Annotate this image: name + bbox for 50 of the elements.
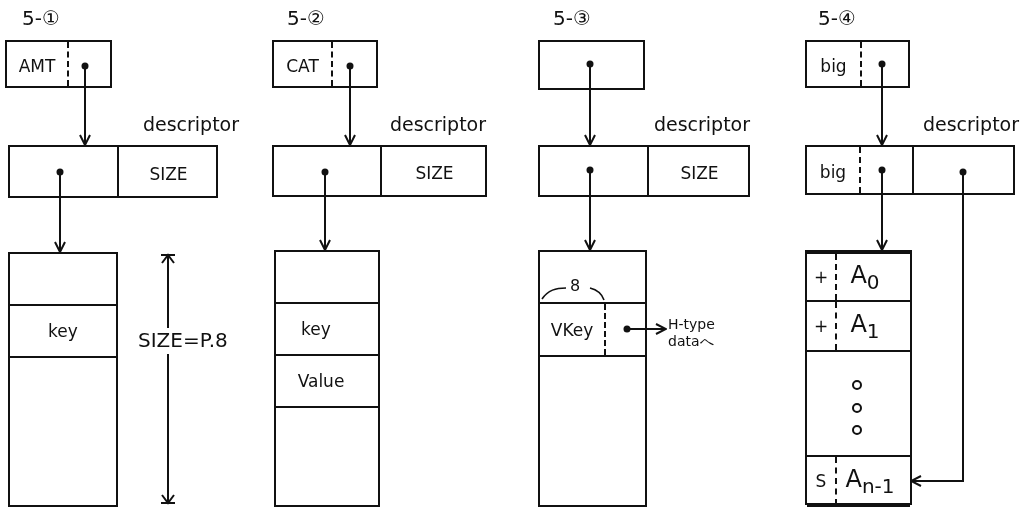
annotation-text: H-type dataへ: [668, 316, 730, 352]
field-text: key: [301, 319, 331, 339]
field-text: +: [813, 267, 829, 287]
panel-number: 5-②: [287, 6, 325, 30]
heading-text: descriptor: [389, 113, 487, 135]
panel-number: 5-④: [818, 6, 856, 30]
pointer-arrow: [910, 168, 967, 487]
pointer-arrow: [79, 62, 91, 146]
field-text: SIZE: [415, 163, 454, 183]
panel-number: 5-③: [553, 6, 591, 30]
field-text: +: [813, 316, 829, 336]
memory-row: [10, 304, 116, 358]
record-box: [538, 40, 645, 90]
field-text: VKey: [550, 319, 594, 340]
heading-text: descriptor: [142, 113, 240, 135]
memory-row: [540, 302, 645, 357]
memory-block: [8, 252, 118, 507]
field-text: Value: [297, 371, 345, 391]
field-text: big: [819, 162, 847, 182]
pointer-arrow: [54, 168, 66, 253]
memory-row: [807, 252, 910, 302]
memory-block: [538, 250, 647, 507]
pointer-arrow: [319, 168, 331, 251]
field-text: AMT: [18, 56, 56, 76]
field-text: A$_{0}$: [850, 260, 880, 294]
field-text: SIZE: [149, 163, 188, 184]
heading-text: descriptor: [653, 113, 751, 135]
panel-number: 5-①: [22, 6, 60, 30]
memory-row: [807, 300, 910, 352]
memory-block: [805, 250, 912, 505]
pointer-arrow: [876, 166, 888, 251]
record-box: [272, 40, 378, 88]
field-text: CAT: [286, 56, 319, 76]
field-text: big: [820, 56, 847, 76]
field-text: A$_{n-1}$: [845, 464, 895, 498]
record-box: [805, 40, 910, 88]
record-box: [5, 40, 112, 88]
field-text: S: [815, 471, 827, 491]
pointer-arrow: [344, 62, 356, 146]
memory-block: [274, 250, 380, 507]
field-text: A$_{1}$: [850, 309, 880, 343]
pointer-arrow: [584, 60, 596, 146]
heading-text: descriptor: [922, 113, 1020, 135]
dimension-label: 8: [570, 276, 581, 295]
field-text: key: [48, 321, 78, 341]
memory-row: [807, 455, 910, 507]
pointer-arrow: [623, 323, 667, 335]
pointer-arrow: [876, 60, 888, 146]
pointer-arrow: [584, 166, 596, 251]
field-text: SIZE: [680, 163, 719, 183]
